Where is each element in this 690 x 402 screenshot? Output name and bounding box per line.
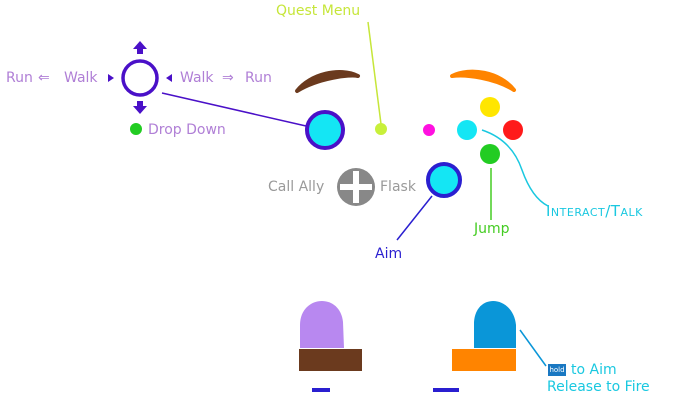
aim-callout-line: [396, 195, 433, 241]
face-button-top[interactable]: [480, 97, 500, 117]
walk-right-label: Walk: [180, 70, 214, 86]
left-stick-ring[interactable]: [121, 59, 159, 97]
quest-menu-label: Quest Menu: [276, 3, 361, 19]
dpad-arrow-down-icon: [133, 101, 147, 114]
hold-button-icon: hold: [548, 364, 566, 376]
interact-callout-line: [481, 129, 549, 207]
drop-down-dot: [130, 123, 142, 135]
left-trigger-base: [312, 388, 330, 392]
run-right-label: Run: [245, 70, 272, 86]
call-ally-label: Call Ally: [268, 179, 325, 195]
interact-talk-label: Interact/Talk: [546, 202, 643, 220]
quest-menu-callout-line: [367, 21, 382, 125]
run-right-arrow-icon: ⇒: [222, 70, 234, 86]
left-trigger-top[interactable]: [300, 300, 344, 348]
jump-label: Jump: [474, 221, 510, 237]
run-left-label: Run: [6, 70, 33, 86]
hold-to-aim-line: hold to Aim: [548, 362, 617, 378]
dpad-arrow-up-icon: [133, 41, 147, 54]
dpad-cross-icon[interactable]: [337, 168, 375, 206]
left-analog-stick[interactable]: [305, 110, 345, 150]
options-button[interactable]: [423, 124, 435, 136]
share-button[interactable]: [375, 123, 387, 135]
face-button-left[interactable]: [457, 120, 477, 140]
face-button-bottom[interactable]: [480, 144, 500, 164]
walk-left-arrow-icon: [108, 74, 114, 82]
right-trigger-base: [433, 388, 459, 392]
right-analog-stick[interactable]: [426, 162, 462, 198]
walk-right-arrow-icon: [166, 74, 172, 82]
right-bumper[interactable]: [450, 69, 516, 92]
run-left-arrow-icon: ⇐: [38, 70, 50, 86]
left-trigger-bottom[interactable]: [299, 349, 362, 371]
left-bumper[interactable]: [295, 70, 360, 93]
right-trigger-top[interactable]: [474, 300, 516, 348]
walk-left-label: Walk: [64, 70, 98, 86]
release-to-fire-label: Release to Fire: [547, 379, 650, 395]
face-button-right[interactable]: [503, 120, 523, 140]
right-trigger-bottom[interactable]: [452, 349, 516, 371]
drop-down-label: Drop Down: [148, 122, 226, 138]
flask-label: Flask: [380, 179, 416, 195]
to-aim-label: to Aim: [571, 362, 617, 378]
fire-callout-line: [519, 329, 547, 367]
left-stick-callout-line: [161, 92, 307, 127]
aim-label: Aim: [375, 246, 403, 262]
